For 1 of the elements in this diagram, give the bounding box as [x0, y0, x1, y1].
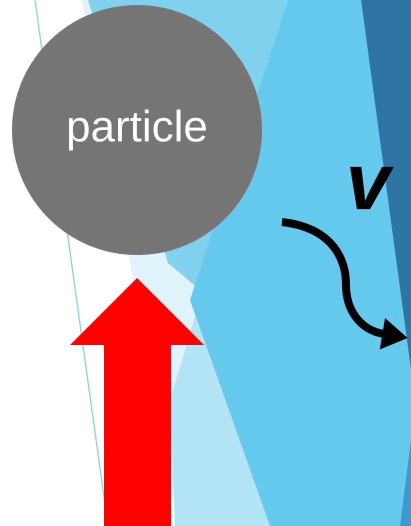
- velocity-symbol: v: [350, 166, 394, 210]
